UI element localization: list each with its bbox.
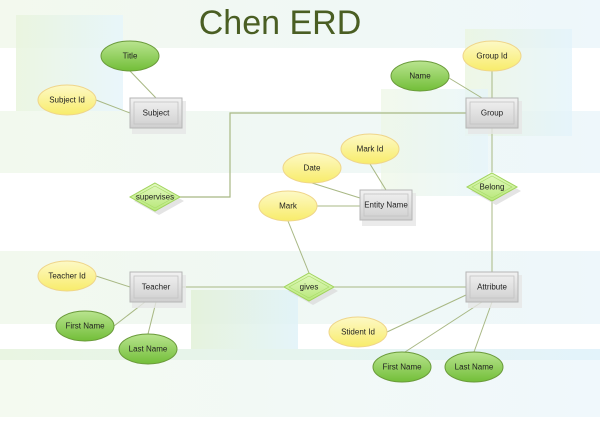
entity-attribute[interactable]: Attribute <box>465 271 522 308</box>
attribute-ellipse <box>328 316 388 348</box>
attribute-label: Teacher Id <box>48 272 85 281</box>
entity-subject[interactable]: Subject <box>129 97 186 134</box>
entity-box <box>465 97 519 129</box>
connector-subject-id-subject <box>95 99 131 114</box>
connector-title-subject <box>129 70 157 99</box>
entity-label: Teacher <box>142 283 171 292</box>
attribute-ellipse <box>37 84 97 116</box>
attribute-ellipse <box>118 333 178 365</box>
entity-box <box>129 271 183 303</box>
attribute-mark[interactable]: Mark <box>258 190 318 222</box>
relationship-label: Belong <box>480 183 505 192</box>
connector-name-group <box>448 77 483 99</box>
attribute-label: First Name <box>382 363 422 372</box>
connector-attribute-last-name-attribute <box>473 301 493 353</box>
attribute-attribute-first-name[interactable]: First Name <box>372 351 432 383</box>
entity-box <box>129 97 183 129</box>
attribute-label: Subject Id <box>49 96 85 105</box>
attribute-label: Name <box>409 72 431 81</box>
connector-mark-id-entity-name <box>369 163 387 191</box>
entity-entity-name[interactable]: Entity Name <box>359 189 416 226</box>
entity-inner-border <box>469 275 515 299</box>
relationship-diamond <box>282 272 336 302</box>
attribute-ellipse <box>390 60 450 92</box>
connector-supervises-group <box>172 112 466 198</box>
attribute-mark-id[interactable]: Mark Id <box>340 133 400 165</box>
attribute-label: Date <box>304 164 321 173</box>
attribute-ellipse <box>462 40 522 72</box>
relationship-diamond <box>128 182 182 212</box>
attribute-label: Last Name <box>129 345 168 354</box>
relationship-inner-border <box>134 185 176 209</box>
attribute-attribute-last-name[interactable]: Last Name <box>444 351 504 383</box>
relationship-label: gives <box>300 283 319 292</box>
entity-label: Attribute <box>477 283 507 292</box>
entity-inner-border <box>469 101 515 125</box>
attribute-ellipse <box>258 190 318 222</box>
attribute-subject-id[interactable]: Subject Id <box>37 84 97 116</box>
entity-teacher[interactable]: Teacher <box>129 271 186 308</box>
entity-box <box>359 189 413 221</box>
attribute-label: Mark <box>279 202 298 211</box>
attribute-label: Stident Id <box>341 328 375 337</box>
relationship-label: supervises <box>136 193 174 202</box>
attribute-name[interactable]: Name <box>390 60 450 92</box>
attribute-title[interactable]: Title <box>100 40 160 72</box>
entity-inner-border <box>363 193 409 217</box>
attribute-teacher-id[interactable]: Teacher Id <box>37 260 97 292</box>
relationship-gives[interactable]: gives <box>282 272 338 305</box>
connectors <box>95 70 493 353</box>
attribute-ellipse <box>100 40 160 72</box>
relationship-supervises[interactable]: supervises <box>128 182 184 215</box>
connector-mark-gives <box>287 220 310 274</box>
connector-teacher-id-teacher <box>95 275 131 288</box>
entity-label: Subject <box>143 109 170 118</box>
attribute-label: Group Id <box>476 52 507 61</box>
attribute-student-id[interactable]: Stident Id <box>328 316 388 348</box>
attribute-label: Last Name <box>455 363 494 372</box>
attribute-ellipse <box>282 152 342 184</box>
attribute-group-id[interactable]: Group Id <box>462 40 522 72</box>
connector-student-id-attribute <box>386 294 467 333</box>
entity-inner-border <box>133 275 179 299</box>
attribute-ellipse <box>55 310 115 342</box>
entity-inner-border <box>133 101 179 125</box>
relationship-inner-border <box>288 275 330 299</box>
attribute-ellipse <box>444 351 504 383</box>
relationship-diamond <box>465 172 519 202</box>
attribute-label: Mark Id <box>357 145 384 154</box>
diagram-title: Chen ERD <box>198 4 362 42</box>
connector-attribute-first-name-attribute <box>404 301 483 353</box>
entity-label: Group <box>481 109 504 118</box>
attribute-ellipse <box>37 260 97 292</box>
relationship-belong[interactable]: Belong <box>465 172 521 205</box>
entity-group[interactable]: Group <box>465 97 522 134</box>
attribute-ellipse <box>372 351 432 383</box>
relationship-inner-border <box>471 175 513 199</box>
attribute-date[interactable]: Date <box>282 152 342 184</box>
attribute-teacher-first-name[interactable]: First Name <box>55 310 115 342</box>
connector-date-entity-name <box>311 182 361 199</box>
entity-label: Entity Name <box>364 201 408 210</box>
attribute-label: Title <box>123 52 138 61</box>
entity-box <box>465 271 519 303</box>
attribute-label: First Name <box>65 322 105 331</box>
attribute-teacher-last-name[interactable]: Last Name <box>118 333 178 365</box>
attribute-ellipse <box>340 133 400 165</box>
